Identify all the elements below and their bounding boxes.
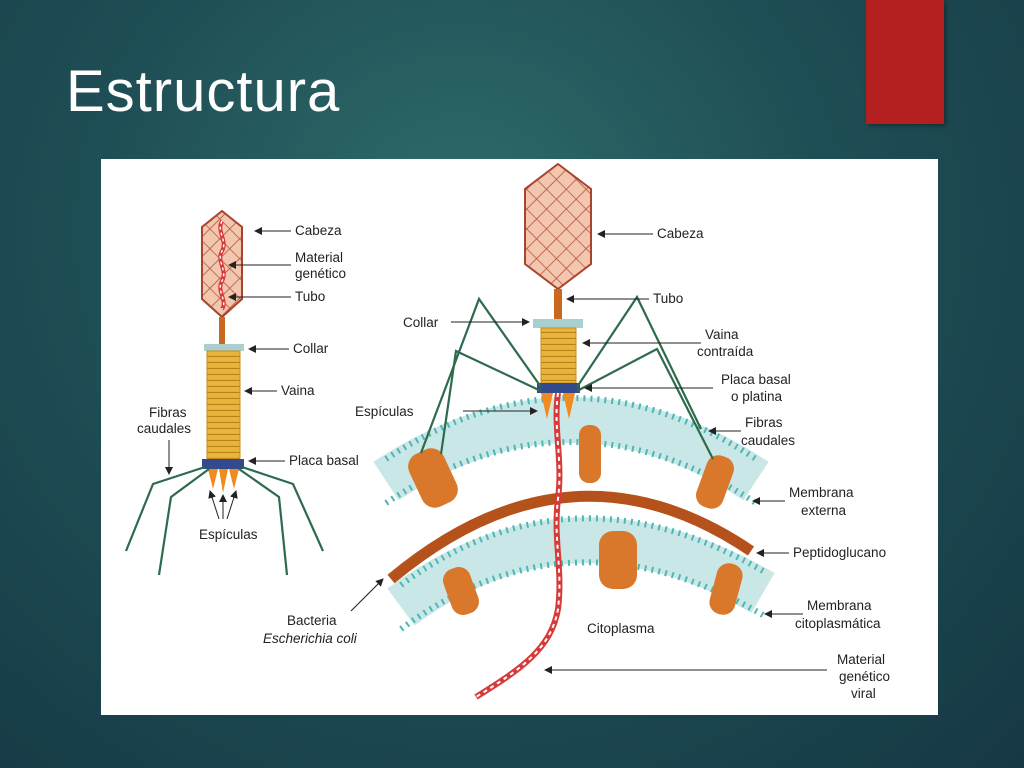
label-placa-right-1: Placa basal: [721, 372, 791, 387]
label-collar-right: Collar: [403, 315, 439, 330]
left-base-plate: [202, 459, 244, 469]
label-peptidoglucano: Peptidoglucano: [793, 545, 886, 560]
left-phage: [124, 209, 325, 576]
left-sheath: [206, 350, 241, 460]
right-phage-head: [524, 162, 592, 291]
label-material-left-1: Material: [295, 250, 343, 265]
label-espiculas-right: Espículas: [355, 404, 414, 419]
label-membrana-cito-2: citoplasmática: [795, 616, 881, 631]
label-fibras-left-2: caudales: [137, 421, 191, 436]
label-vaina-right-1: Vaina: [705, 327, 739, 342]
bacteriophage-diagram: Cabeza Material genético Tubo Collar Vai…: [124, 162, 890, 701]
label-material-viral-1: Material: [837, 652, 885, 667]
label-tubo-right: Tubo: [653, 291, 683, 306]
right-labels: Cabeza Tubo Collar Vaina contraída Placa…: [263, 226, 890, 701]
label-membrana-externa-2: externa: [801, 503, 847, 518]
right-sheath: [540, 327, 577, 384]
label-fibras-left-1: Fibras: [149, 405, 187, 420]
label-fibras-right-1: Fibras: [745, 415, 783, 430]
label-bacteria-2: Escherichia coli: [263, 631, 358, 646]
slide-title: Estructura: [66, 59, 341, 124]
figure-panel: Cabeza Material genético Tubo Collar Vai…: [101, 159, 938, 715]
right-base-plate: [537, 383, 580, 393]
label-cabeza-right: Cabeza: [657, 226, 704, 241]
label-citoplasma: Citoplasma: [587, 621, 655, 636]
label-membrana-cito-1: Membrana: [807, 598, 872, 613]
left-labels: Cabeza Material genético Tubo Collar Vai…: [137, 223, 359, 542]
label-fibras-right-2: caudales: [741, 433, 795, 448]
left-collar: [204, 344, 244, 351]
peptidoglycan-layer: [387, 490, 755, 584]
label-cabeza-left: Cabeza: [295, 223, 342, 238]
label-vaina-left: Vaina: [281, 383, 315, 398]
bacterial-wall: [373, 395, 775, 632]
label-placa-left: Placa basal: [289, 453, 359, 468]
label-vaina-right-2: contraída: [697, 344, 754, 359]
label-tubo-left: Tubo: [295, 289, 325, 304]
right-phage: [419, 162, 714, 700]
label-placa-right-2: o platina: [731, 389, 783, 404]
label-espiculas-left: Espículas: [199, 527, 258, 542]
label-material-left-2: genético: [295, 266, 346, 281]
label-membrana-externa-1: Membrana: [789, 485, 854, 500]
label-material-viral-2: genético: [839, 669, 890, 684]
label-material-viral-3: viral: [851, 686, 876, 701]
label-collar-left: Collar: [293, 341, 329, 356]
label-bacteria-1: Bacteria: [287, 613, 337, 628]
accent-bar: [866, 0, 944, 124]
right-collar: [533, 319, 583, 328]
